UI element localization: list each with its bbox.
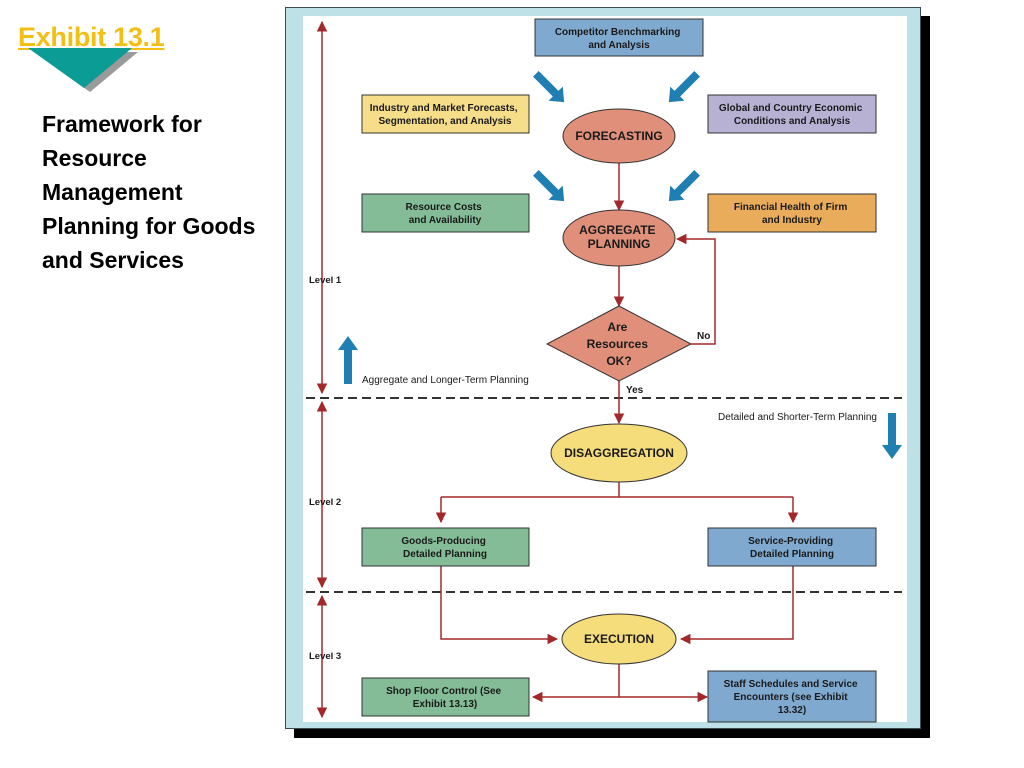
flow-arrow [440, 566, 559, 645]
arrow-icon [668, 170, 700, 202]
heading-line: Management [42, 179, 183, 205]
flow-lines [435, 163, 799, 703]
competitor-label: Competitor Benchmarking and Analysis [555, 27, 683, 51]
slide-heading: Framework for Resource Management Planni… [42, 107, 277, 277]
service-box [707, 527, 877, 567]
aggregate-label: AGGREGATE PLANNING [579, 223, 659, 251]
service-label: Service-Providing Detailed Planning [748, 536, 836, 560]
heading-line: Planning for Goods [42, 213, 256, 239]
heading-line: Resource [42, 145, 147, 171]
staff-box [707, 670, 877, 723]
aggregate-term-label: Aggregate and Longer-Term Planning [362, 375, 529, 386]
industry-label: Industry and Market Forecasts, Segmentat… [370, 103, 521, 127]
arrow-down-icon [882, 413, 902, 459]
level-3-label: Level 3 [309, 651, 341, 662]
staff-label: Staff Schedules and Service Encounters (… [724, 679, 861, 716]
decision-node [545, 305, 693, 382]
no-loop-arrow [675, 233, 716, 345]
disaggregation-label: DISAGGREGATION [564, 446, 674, 460]
nodes [545, 108, 693, 665]
arrow-icon [668, 71, 700, 103]
heading-line: Framework for [42, 111, 202, 137]
execution-node [561, 613, 677, 665]
title-pointer-icon [28, 48, 138, 92]
shop-floor-label: Shop Floor Control (See Exhibit 13.13) [386, 686, 504, 710]
yes-label: Yes [626, 385, 644, 396]
decision-label: Are Resources OK? [587, 320, 652, 368]
resource-costs-box [361, 193, 530, 233]
arrow-icon [533, 71, 565, 103]
aggregate-node [562, 209, 676, 267]
level-1-label: Level 1 [309, 275, 342, 286]
heading-line: and Services [42, 247, 184, 273]
resource-costs-label: Resource Costs and Availability [406, 202, 485, 226]
execution-label: EXECUTION [584, 632, 654, 646]
flow-arrow [679, 566, 794, 645]
no-label: No [697, 331, 710, 342]
competitor-box [534, 18, 704, 57]
detailed-term-label: Detailed and Shorter-Term Planning [718, 412, 877, 423]
goods-box [361, 527, 530, 567]
exhibit-title: Exhibit 13.1 [18, 22, 165, 52]
arrow-up-icon [338, 336, 358, 384]
global-label: Global and Country Economic Conditions a… [719, 103, 865, 127]
arrow-icon [533, 170, 565, 202]
forecasting-label: FORECASTING [575, 129, 662, 143]
forecasting-node [562, 108, 676, 164]
boxes [361, 18, 877, 723]
shop-floor-box [361, 677, 530, 717]
financial-box [707, 193, 877, 233]
goods-label: Goods-Producing Detailed Planning [401, 536, 488, 560]
global-box [707, 94, 877, 134]
financial-label: Financial Health of Firm and Industry [734, 202, 850, 226]
input-arrows [533, 71, 700, 202]
level-2-label: Level 2 [309, 497, 341, 508]
disaggregation-node [550, 423, 688, 483]
industry-box [361, 94, 530, 134]
